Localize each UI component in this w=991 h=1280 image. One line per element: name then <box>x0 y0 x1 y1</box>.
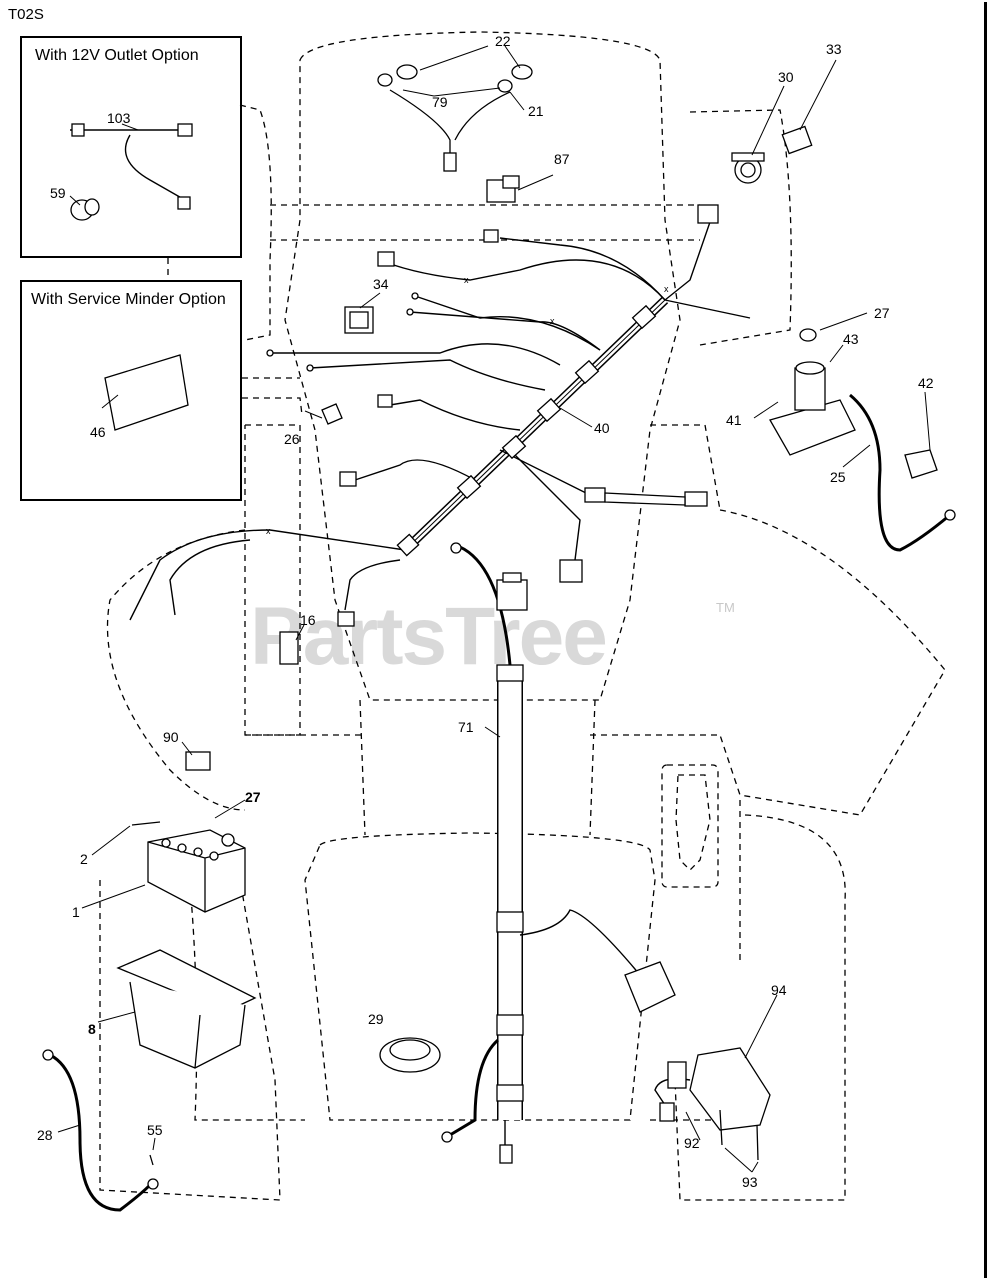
part-label-71: 71 <box>458 719 474 735</box>
part-label-92: 92 <box>684 1135 700 1151</box>
svg-text:x: x <box>550 316 555 326</box>
part-label-28: 28 <box>37 1127 53 1143</box>
part-label-27-top: 27 <box>874 305 890 321</box>
leader-lines <box>57 45 931 1173</box>
outlet-option-box <box>20 36 242 258</box>
part-label-25: 25 <box>830 469 846 485</box>
part-label-87: 87 <box>554 151 570 167</box>
part-label-26: 26 <box>284 431 300 447</box>
wire-markers: x x x x <box>266 275 669 536</box>
part-label-43: 43 <box>843 331 859 347</box>
part-label-90: 90 <box>163 729 179 745</box>
svg-text:x: x <box>464 275 469 285</box>
diagram-code: T02S <box>8 6 44 23</box>
outlet-option-title: With 12V Outlet Option <box>35 47 199 64</box>
service-minder-option-box <box>20 280 242 501</box>
svg-text:x: x <box>664 284 669 294</box>
components <box>42 64 956 1190</box>
part-label-94: 94 <box>771 982 787 998</box>
part-label-22: 22 <box>495 33 511 49</box>
part-label-34: 34 <box>373 276 389 292</box>
svg-text:x: x <box>266 526 271 536</box>
part-label-40: 40 <box>594 420 610 436</box>
part-label-2: 2 <box>80 851 88 867</box>
part-label-16: 16 <box>300 612 316 628</box>
part-label-103: 103 <box>107 110 131 126</box>
part-label-42: 42 <box>918 375 934 391</box>
part-label-59: 59 <box>50 185 66 201</box>
watermark: PartsTree <box>250 591 608 682</box>
part-label-29: 29 <box>368 1011 384 1027</box>
part-label-1: 1 <box>72 904 80 920</box>
part-label-21: 21 <box>528 103 544 119</box>
part-label-41: 41 <box>726 412 742 428</box>
part-label-55: 55 <box>147 1122 163 1138</box>
wiring-harness <box>49 129 951 1212</box>
watermark-trademark: TM <box>716 600 735 615</box>
part-label-93: 93 <box>742 1174 758 1190</box>
part-label-33: 33 <box>826 41 842 57</box>
part-label-30: 30 <box>778 69 794 85</box>
service-minder-option-title: With Service Minder Option <box>31 291 226 308</box>
part-label-27-battery: 27 <box>245 789 261 805</box>
part-label-8: 8 <box>88 1021 96 1037</box>
part-label-79: 79 <box>432 94 448 110</box>
tractor-outline <box>99 31 946 1201</box>
part-label-46: 46 <box>90 424 106 440</box>
